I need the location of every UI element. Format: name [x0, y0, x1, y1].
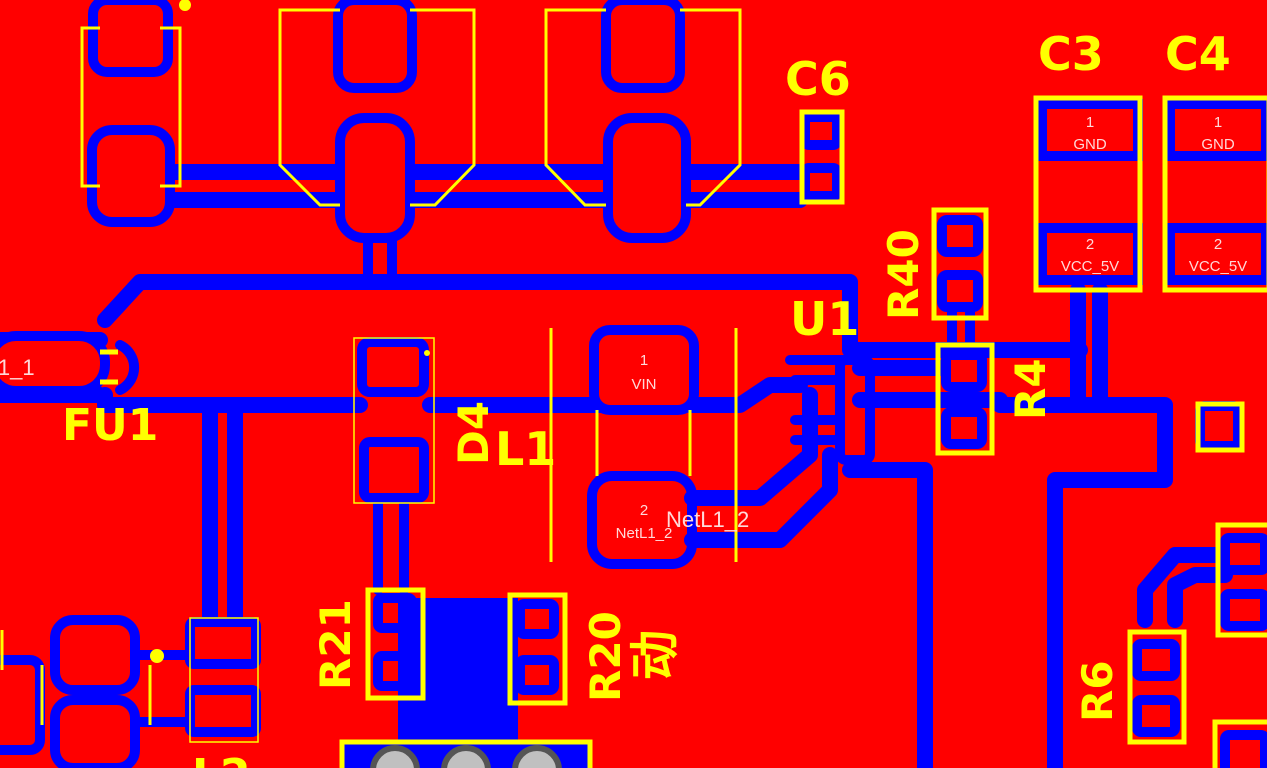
c3-pad2-number: 2 [1086, 236, 1094, 253]
designator-r20: R20 [581, 611, 630, 702]
c4-pad1-number: 1 [1214, 114, 1222, 131]
l1-pad1-number: 1 [640, 352, 648, 369]
designator-c4: C4 [1165, 27, 1231, 81]
designator-d4: D4 [449, 401, 498, 465]
designators: C6 C3 C4 U1 FU1 L1 R40 R4 D4 R21 R20 R6 … [62, 27, 1231, 768]
designator-l1: L1 [495, 422, 556, 476]
c3-pad1-number: 1 [1086, 114, 1094, 131]
designator-r40: R40 [879, 229, 928, 320]
silk-chinese-char: 动 [626, 630, 684, 680]
designator-c3: C3 [1038, 27, 1104, 81]
l1-pad2-net: NetL1_2 [616, 525, 673, 542]
l1-pad2-number: 2 [640, 502, 648, 519]
header-pins [370, 745, 562, 768]
designator-u1: U1 [790, 292, 859, 346]
c4-pad2-number: 2 [1214, 236, 1222, 253]
designator-r6: R6 [1073, 660, 1122, 722]
designator-l2: L2 [192, 750, 251, 768]
designator-c6: C6 [785, 52, 851, 106]
net-label-u1-1: U1_1 [0, 355, 35, 380]
c3-pad2-net: VCC_5V [1061, 258, 1119, 275]
c3-pad1-net: GND [1073, 136, 1107, 153]
designator-fu1: FU1 [62, 400, 158, 451]
l1-pad1-net: VIN [631, 376, 656, 393]
designator-r21: R21 [311, 599, 360, 690]
net-label-trace: NetL1_2 [666, 507, 749, 532]
designator-r4: R4 [1006, 358, 1055, 420]
c4-pad2-net: VCC_5V [1189, 258, 1247, 275]
c4-pad1-net: GND [1201, 136, 1235, 153]
pad-labels: 1 GND 2 VCC_5V 1 GND 2 VCC_5V 1 VIN 2 Ne… [0, 114, 1247, 542]
